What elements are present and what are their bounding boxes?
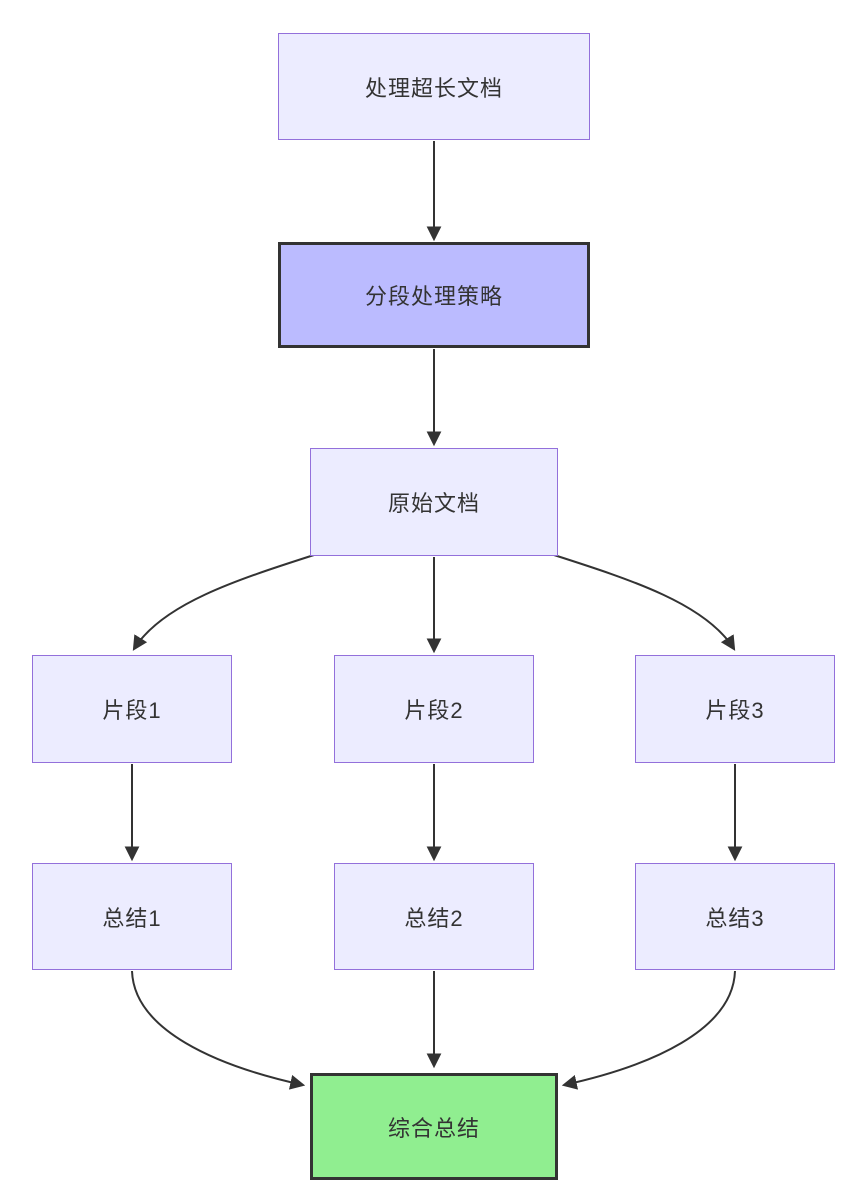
- node-fragment-1: 片段1: [32, 655, 232, 763]
- edge-C-D1: [132, 554, 315, 651]
- node-segmentation-strategy: 分段处理策略: [278, 242, 590, 348]
- node-summary-2: 总结2: [334, 863, 534, 970]
- node-fragment-2: 片段2: [334, 655, 534, 763]
- edge-S3-J: [561, 970, 736, 1090]
- node-summary-3: 总结3: [635, 863, 835, 970]
- edge-C-D3: [553, 554, 736, 651]
- node-original-document: 原始文档: [310, 448, 558, 556]
- node-final-summary: 综合总结: [310, 1073, 558, 1180]
- edge-S1-J: [131, 970, 306, 1090]
- node-fragment-3: 片段3: [635, 655, 835, 763]
- node-summary-1: 总结1: [32, 863, 232, 970]
- node-process-long-document: 处理超长文档: [278, 33, 590, 140]
